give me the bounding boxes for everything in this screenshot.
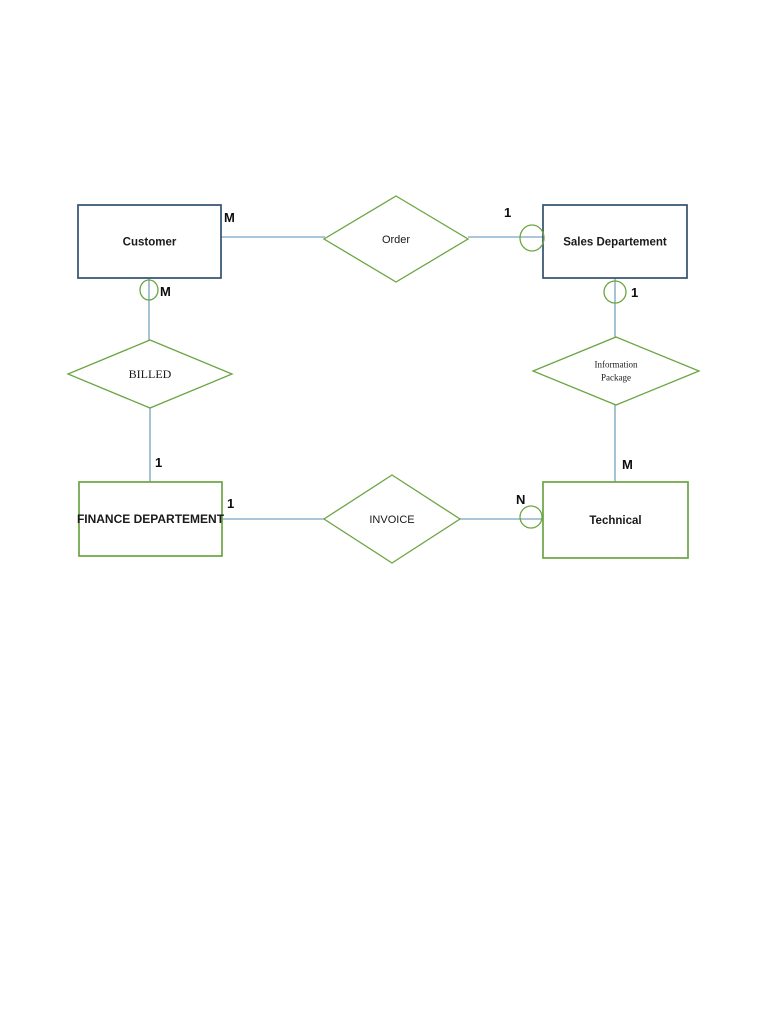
entity-shape-technical: [542, 481, 689, 559]
relationship-shape-order: [322, 195, 470, 283]
relationship-invoice[interactable]: INVOICE: [322, 474, 462, 564]
cardinality-marker-sales-bottom: 1: [603, 280, 638, 304]
entity-shape-customer: [77, 204, 222, 279]
entity-shape-finance-departement: [78, 481, 223, 557]
entity-label-technical: Technical: [589, 515, 641, 527]
relationship-shape-invoice: [322, 474, 462, 564]
cardinality-value-finance-right: 1: [227, 496, 234, 511]
cardinality-value-customer-bottom: M: [160, 284, 171, 299]
cardinality-value-sales-bottom: 1: [631, 285, 638, 300]
cardinality-value-technical-top: M: [622, 457, 633, 472]
entity-sales-departement[interactable]: Sales Departement: [542, 204, 688, 279]
relationship-label-invoice: INVOICE: [369, 514, 414, 526]
cardinality-circle-icon-sales-left: [519, 224, 545, 252]
entity-finance-departement[interactable]: FINANCE DEPARTEMENT: [77, 481, 225, 557]
relationship-shape-information-package: [531, 336, 701, 406]
cardinality-marker-sales-left: 1: [504, 205, 545, 252]
cardinality-circle-icon-customer-bottom: [139, 279, 159, 301]
cardinality-text-group: M 1 1 M: [155, 210, 633, 511]
entity-label-finance-departement: FINANCE DEPARTEMENT: [77, 512, 225, 526]
connectors-group: [148, 236, 616, 520]
relationship-order[interactable]: Order: [322, 195, 470, 283]
cardinality-marker-customer-bottom: M: [139, 279, 171, 301]
cardinality-circle-icon-technical-left: [519, 505, 543, 529]
entity-label-customer: Customer: [123, 237, 177, 249]
entity-customer[interactable]: Customer: [77, 204, 222, 279]
cardinality-value-sales-left: 1: [504, 205, 511, 220]
relationship-label-order: Order: [382, 234, 410, 246]
entity-label-sales-departement: Sales Departement: [563, 237, 667, 249]
cardinality-value-finance-top: 1: [155, 455, 162, 470]
cardinality-circle-icon-sales-bottom: [603, 280, 627, 304]
entity-technical[interactable]: Technical: [542, 481, 689, 559]
relationship-label-billed: BILLED: [129, 367, 172, 381]
relationship-shape-billed: [66, 339, 234, 409]
cardinality-value-technical-left: N: [516, 492, 525, 507]
cardinality-marker-technical-left: N: [516, 492, 543, 529]
relationship-label-information-package: Package: [601, 373, 631, 383]
relationship-billed[interactable]: BILLED: [66, 339, 234, 409]
cardinality-value-customer-right: M: [224, 210, 235, 225]
relationship-label-information-package: Information: [595, 360, 638, 370]
